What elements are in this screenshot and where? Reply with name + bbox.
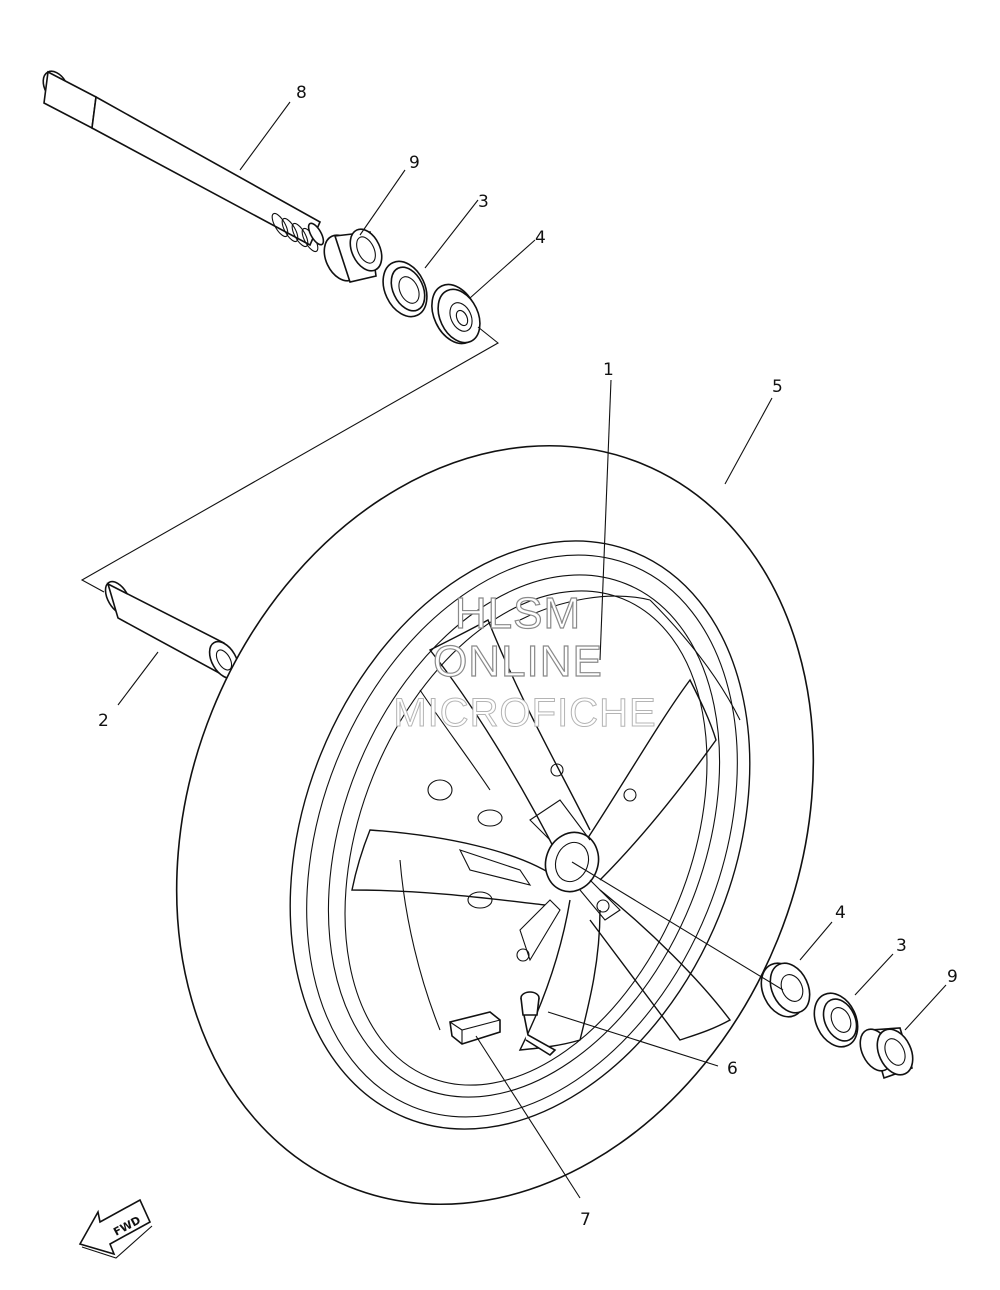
tire-valve <box>520 991 557 1057</box>
callout-1: 1 <box>603 360 614 380</box>
watermark-line-2: ONLINE <box>433 637 603 686</box>
assembly-leader-top <box>80 326 499 593</box>
oil-seal-right <box>813 992 859 1048</box>
leader-lines <box>117 101 947 1199</box>
bearing-top <box>431 283 481 345</box>
wheel-spokes <box>351 595 741 1051</box>
oil-seal-top <box>382 260 428 318</box>
watermark: HLSM ONLINE MICROFICHE <box>393 588 656 735</box>
collar-top <box>323 228 383 283</box>
front-axle <box>42 70 325 253</box>
balance-weight <box>449 1011 501 1045</box>
callout-4-right: 4 <box>835 903 846 923</box>
axle-thread <box>271 212 325 253</box>
callout-5: 5 <box>772 377 783 397</box>
callout-2: 2 <box>98 711 109 731</box>
callout-3-top: 3 <box>478 192 489 212</box>
watermark-line-1: HLSM <box>455 589 581 638</box>
callout-3-right: 3 <box>896 936 907 956</box>
callout-7: 7 <box>580 1210 591 1230</box>
spacer <box>104 580 240 682</box>
collar-right <box>859 1027 914 1080</box>
watermark-line-3: MICROFICHE <box>393 691 656 735</box>
callout-9-top: 9 <box>409 153 420 173</box>
fwd-arrow-icon: FWD <box>78 1198 153 1259</box>
callout-4-top: 4 <box>535 228 546 248</box>
front-wheel <box>175 444 815 1206</box>
callout-9-right: 9 <box>947 967 958 987</box>
callout-6: 6 <box>727 1059 738 1079</box>
callout-8: 8 <box>296 83 307 103</box>
